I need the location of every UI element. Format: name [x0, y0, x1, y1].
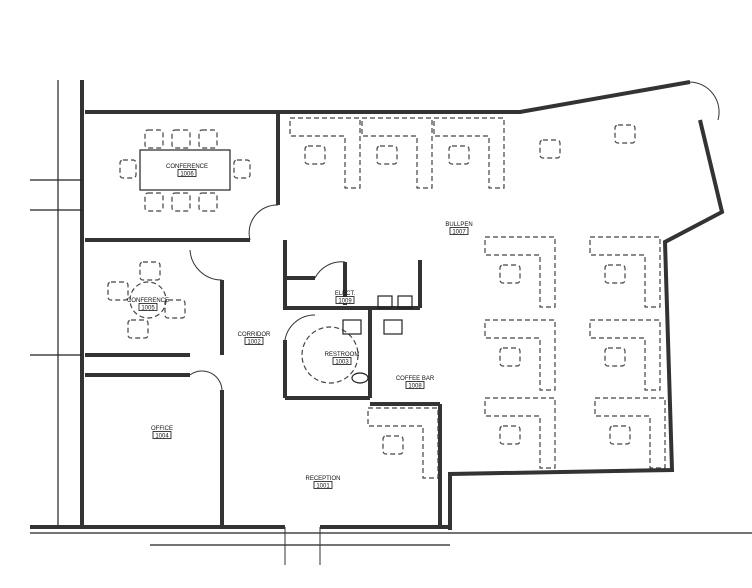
- room-number-box: [152, 431, 172, 439]
- chair: [119, 159, 137, 179]
- room-number-box: [405, 381, 425, 389]
- chair: [604, 347, 626, 367]
- chair: [539, 139, 561, 159]
- workstation: [594, 397, 666, 469]
- room-number-box: [177, 169, 197, 177]
- chair: [107, 281, 129, 301]
- chair: [499, 425, 521, 445]
- workstation: [484, 319, 556, 391]
- room-name: COFFEE BAR: [396, 376, 435, 382]
- chair: [499, 264, 521, 284]
- workstation: [484, 397, 556, 469]
- room-name: CONFERENCE: [166, 164, 208, 170]
- room-number: 1008: [408, 383, 422, 389]
- room-number: 1001: [316, 483, 330, 489]
- workstation: [589, 319, 661, 391]
- chair: [609, 425, 631, 445]
- chair: [499, 347, 521, 367]
- room-name: CONFERENCE: [127, 298, 169, 304]
- chair: [614, 124, 636, 144]
- chair: [604, 264, 626, 284]
- chair: [171, 192, 191, 212]
- chair: [376, 145, 398, 165]
- room-number-box: [332, 357, 352, 365]
- room-name: BULLPEN: [445, 222, 472, 228]
- room-name: RECEPTION: [305, 476, 340, 482]
- room-number: 1002: [247, 339, 261, 345]
- room-number: 1006: [180, 171, 194, 177]
- room-name: OFFICE: [151, 426, 173, 432]
- room-number-box: [244, 337, 264, 345]
- workstation: [361, 117, 433, 189]
- room-name: ELECT.: [335, 291, 356, 297]
- chair: [139, 261, 161, 281]
- room-number: 1004: [155, 433, 169, 439]
- room-name: RESTROOM: [325, 352, 360, 358]
- chair: [164, 299, 186, 319]
- workstation: [433, 117, 505, 189]
- chair: [448, 145, 470, 165]
- chair: [198, 192, 218, 212]
- furniture: [107, 117, 666, 479]
- chair: [304, 145, 326, 165]
- room-name: CORRIDOR: [238, 332, 271, 338]
- room-number-box: [138, 303, 158, 311]
- workstation: [484, 236, 556, 308]
- room-label: ELECT.1009: [335, 291, 356, 304]
- walls: [30, 80, 752, 546]
- workstation: [289, 117, 361, 189]
- chair: [127, 319, 149, 339]
- room-number: 1003: [335, 359, 349, 365]
- doors: [189, 81, 720, 565]
- room-number-box: [449, 227, 469, 235]
- chair: [198, 129, 218, 149]
- workstation: [367, 407, 439, 479]
- chair: [144, 192, 164, 212]
- chair: [382, 435, 404, 455]
- room-number: 1007: [452, 229, 466, 235]
- room-number: 1005: [141, 305, 155, 311]
- chair: [233, 159, 251, 179]
- room-number: 1009: [338, 298, 352, 304]
- workstation: [589, 236, 661, 308]
- chair: [171, 129, 191, 149]
- room-number-box: [313, 481, 333, 489]
- room-number-box: [335, 296, 355, 304]
- chair: [144, 129, 164, 149]
